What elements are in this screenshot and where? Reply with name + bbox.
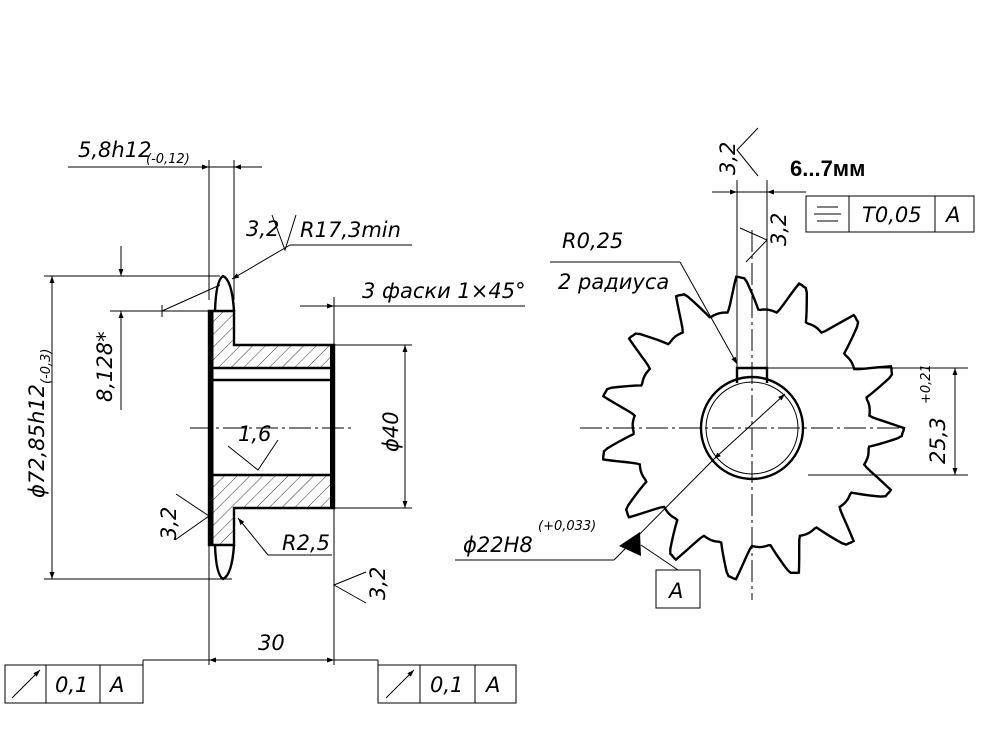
front-view: 3,2 3,2 6...7мм T0,05 A R0,25 2 радиуса … (455, 127, 975, 609)
outer-radius-label: R17,3min (300, 218, 401, 242)
corner-radius-label: R0,25 (562, 229, 623, 253)
corner-radius-note: 2 радиуса (558, 270, 669, 294)
keyway-roughness-symbol (736, 127, 759, 177)
hub-width-tol: (-0,12) (146, 152, 190, 167)
chamfer-note: 3 фаски 1×45° (362, 279, 526, 303)
keyway-side-roughness-symbol (739, 227, 768, 263)
datum-triangle (619, 532, 641, 556)
bore-diameter-tol: (+0,033) (538, 519, 596, 534)
runout-right-datum: A (484, 673, 500, 697)
symmetry-icon (814, 206, 841, 222)
symmetry-tolerance-frame (805, 195, 975, 233)
keyway-width-roughness-label: 3,2 (716, 142, 740, 175)
lower-section-hatch (209, 475, 334, 545)
runout-arrow-icon (11, 669, 41, 699)
datum-label: A (667, 579, 683, 603)
tooth-height-label: 8,128* (93, 331, 117, 402)
runout-left-value: 0,1 (55, 673, 88, 697)
symmetry-tolerance-value: T0,05 (862, 203, 922, 227)
runout-arrow-icon (385, 669, 415, 699)
top-roughness-symbol (271, 214, 297, 252)
side-view: 5,8h12 (-0,12) 3,2 R17,3min 8,128* ϕ72,8… (25, 138, 526, 665)
outer-diameter-tol: (-0,3) (39, 348, 54, 384)
fillet-radius-label: R2,5 (282, 531, 330, 555)
top-roughness-label: 3,2 (246, 217, 279, 241)
runout-frame-left: 0,1 A (4, 659, 209, 704)
symmetry-datum: A (944, 203, 960, 227)
runout-frame-right: 0,1 A (334, 659, 517, 704)
left-roughness-symbol (174, 493, 210, 541)
keyway-size-note: 6...7мм (790, 156, 865, 181)
runout-right-value: 0,1 (430, 673, 463, 697)
runout-left-datum: A (108, 673, 124, 697)
upper-tooth-tip (213, 274, 236, 312)
lower-tooth-tip (213, 544, 236, 581)
hub-width-label: 5,8h12 (78, 138, 151, 162)
overall-length-label: 30 (258, 631, 285, 655)
left-roughness-label: 3,2 (157, 507, 181, 540)
upper-section-hatch (209, 311, 334, 368)
outer-diameter-label: ϕ72,85h12 (25, 384, 49, 498)
keyway-depth-label: 25,3 (926, 417, 950, 464)
bore-roughness-label: 1,6 (238, 422, 271, 446)
right-roughness-label: 3,2 (366, 567, 390, 600)
right-roughness-symbol (332, 571, 367, 604)
datum-box (655, 569, 701, 609)
sprocket-profile (601, 275, 906, 581)
keyway-depth-tol: +0,21 (919, 364, 934, 404)
hub-diameter-label: ϕ40 (379, 411, 403, 452)
keyway-side-roughness-label: 3,2 (767, 213, 791, 246)
bore-roughness-symbol (227, 439, 279, 471)
bore-diameter-label: ϕ22H8 (463, 533, 533, 557)
